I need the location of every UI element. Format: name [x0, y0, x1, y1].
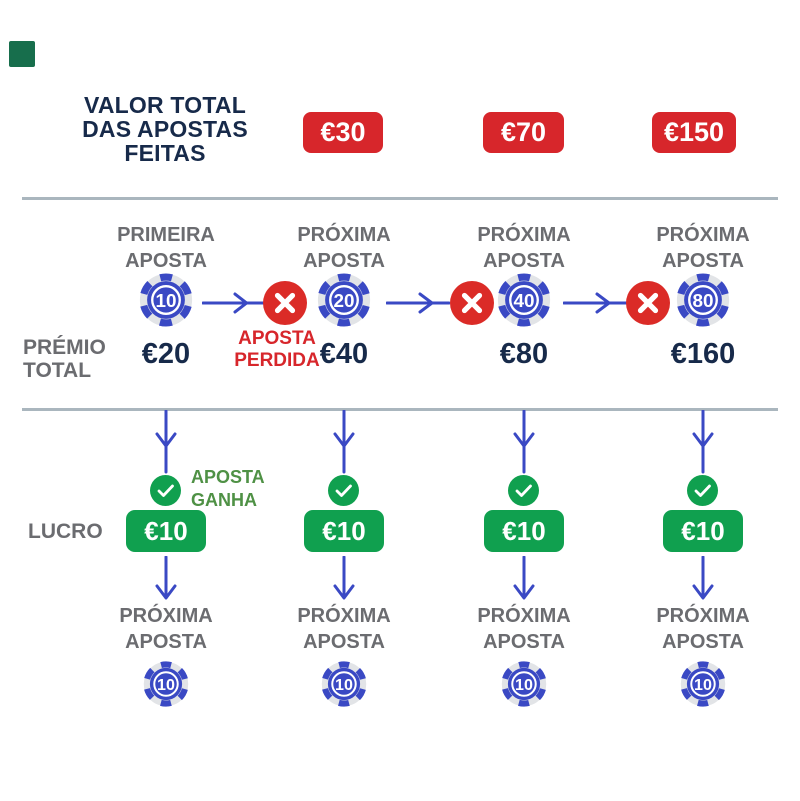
total-stake-badge: €70 — [483, 112, 564, 153]
chip-value: 10 — [694, 676, 712, 694]
casino-chip-icon: 10 — [680, 661, 726, 707]
label-line: APOSTA — [483, 631, 565, 653]
bet-step-label: PRÓXIMA APOSTA — [623, 222, 783, 274]
label-line: APOSTA — [483, 250, 565, 272]
next-bet-label: PRÓXIMA APOSTA — [633, 603, 773, 655]
won-check-icon — [150, 475, 181, 506]
chip-value: 10 — [157, 676, 175, 694]
bet-step-label: PRÓXIMA APOSTA — [264, 222, 424, 274]
label-line: APOSTA — [303, 631, 385, 653]
label-line: TOTAL — [23, 359, 92, 382]
label-line: PRÓXIMA — [297, 605, 391, 627]
arrow-down-icon — [692, 556, 714, 600]
casino-chip-icon: 80 — [676, 273, 730, 327]
divider-top — [22, 197, 778, 200]
prize-value: €160 — [670, 338, 736, 370]
chip-value: 10 — [515, 676, 533, 694]
label-line: PRIMEIRA — [117, 224, 215, 246]
label-line: PERDIDA — [234, 350, 320, 371]
total-stake-badge: €30 — [303, 112, 383, 153]
title-line: VALOR TOTAL — [84, 92, 246, 118]
profit-badge: €10 — [484, 510, 564, 552]
arrow-down-icon — [692, 410, 714, 474]
label-line: GANHA — [191, 490, 257, 510]
arrow-down-icon — [155, 556, 177, 600]
arrow-right-icon — [386, 292, 450, 314]
arrow-down-icon — [155, 410, 177, 474]
won-check-icon — [687, 475, 718, 506]
casino-chip-icon: 10 — [321, 661, 367, 707]
label-line: PRÉMIO — [23, 336, 106, 359]
profit-badge: €10 — [663, 510, 743, 552]
label-line: APOSTA — [125, 631, 207, 653]
label-line: PRÓXIMA — [297, 224, 391, 246]
won-check-icon — [508, 475, 539, 506]
label-line: PRÓXIMA — [119, 605, 213, 627]
label-line: APOSTA — [303, 250, 385, 272]
arrow-right-icon — [563, 292, 627, 314]
lost-x-icon — [263, 281, 307, 325]
next-bet-label: PRÓXIMA APOSTA — [96, 603, 236, 655]
bet-step-label: PRIMEIRA APOSTA — [86, 222, 246, 274]
divider-bottom — [22, 408, 778, 411]
total-stakes-title: VALOR TOTAL DAS APOSTAS FEITAS — [55, 93, 275, 165]
label-line: PRÓXIMA — [656, 224, 750, 246]
prize-value: €40 — [319, 338, 369, 370]
lost-x-icon — [450, 281, 494, 325]
prize-total-label: PRÉMIO TOTAL — [23, 336, 106, 382]
next-bet-label: PRÓXIMA APOSTA — [454, 603, 594, 655]
casino-chip-icon: 20 — [317, 273, 371, 327]
bet-step-label: PRÓXIMA APOSTA — [444, 222, 604, 274]
label-line: APOSTA — [125, 250, 207, 272]
total-stake-badge: €150 — [652, 112, 736, 153]
casino-chip-icon: 40 — [497, 273, 551, 327]
next-bet-label: PRÓXIMA APOSTA — [274, 603, 414, 655]
label-line: APOSTA — [662, 250, 744, 272]
lost-bet-label: APOSTA PERDIDA — [212, 328, 342, 372]
casino-chip-icon: 10 — [139, 273, 193, 327]
profit-badge: €10 — [126, 510, 206, 552]
prize-value: €20 — [141, 338, 191, 370]
won-check-icon — [328, 475, 359, 506]
won-bet-label: APOSTA GANHA — [191, 466, 311, 512]
arrow-down-icon — [513, 556, 535, 600]
profit-label: LUCRO — [28, 520, 103, 543]
label-line: PRÓXIMA — [477, 605, 571, 627]
label-line: PRÓXIMA — [477, 224, 571, 246]
arrow-down-icon — [333, 410, 355, 474]
chip-value: 10 — [335, 676, 353, 694]
casino-chip-icon: 10 — [501, 661, 547, 707]
label-line: APOSTA — [191, 467, 265, 487]
prize-value: €80 — [499, 338, 549, 370]
title-line: DAS APOSTAS — [82, 116, 248, 142]
lost-x-icon — [626, 281, 670, 325]
title-line: FEITAS — [124, 140, 206, 166]
chip-value: 20 — [333, 291, 354, 312]
arrow-down-icon — [513, 410, 535, 474]
casino-chip-icon: 10 — [143, 661, 189, 707]
chip-value: 80 — [692, 291, 713, 312]
profit-badge: €10 — [304, 510, 384, 552]
label-line: PRÓXIMA — [656, 605, 750, 627]
label-line: APOSTA — [662, 631, 744, 653]
chip-value: 10 — [155, 291, 176, 312]
chip-value: 40 — [513, 291, 534, 312]
arrow-down-icon — [333, 556, 355, 600]
logo-mark — [9, 41, 35, 67]
label-line: APOSTA — [238, 328, 316, 349]
arrow-right-icon — [202, 292, 264, 314]
